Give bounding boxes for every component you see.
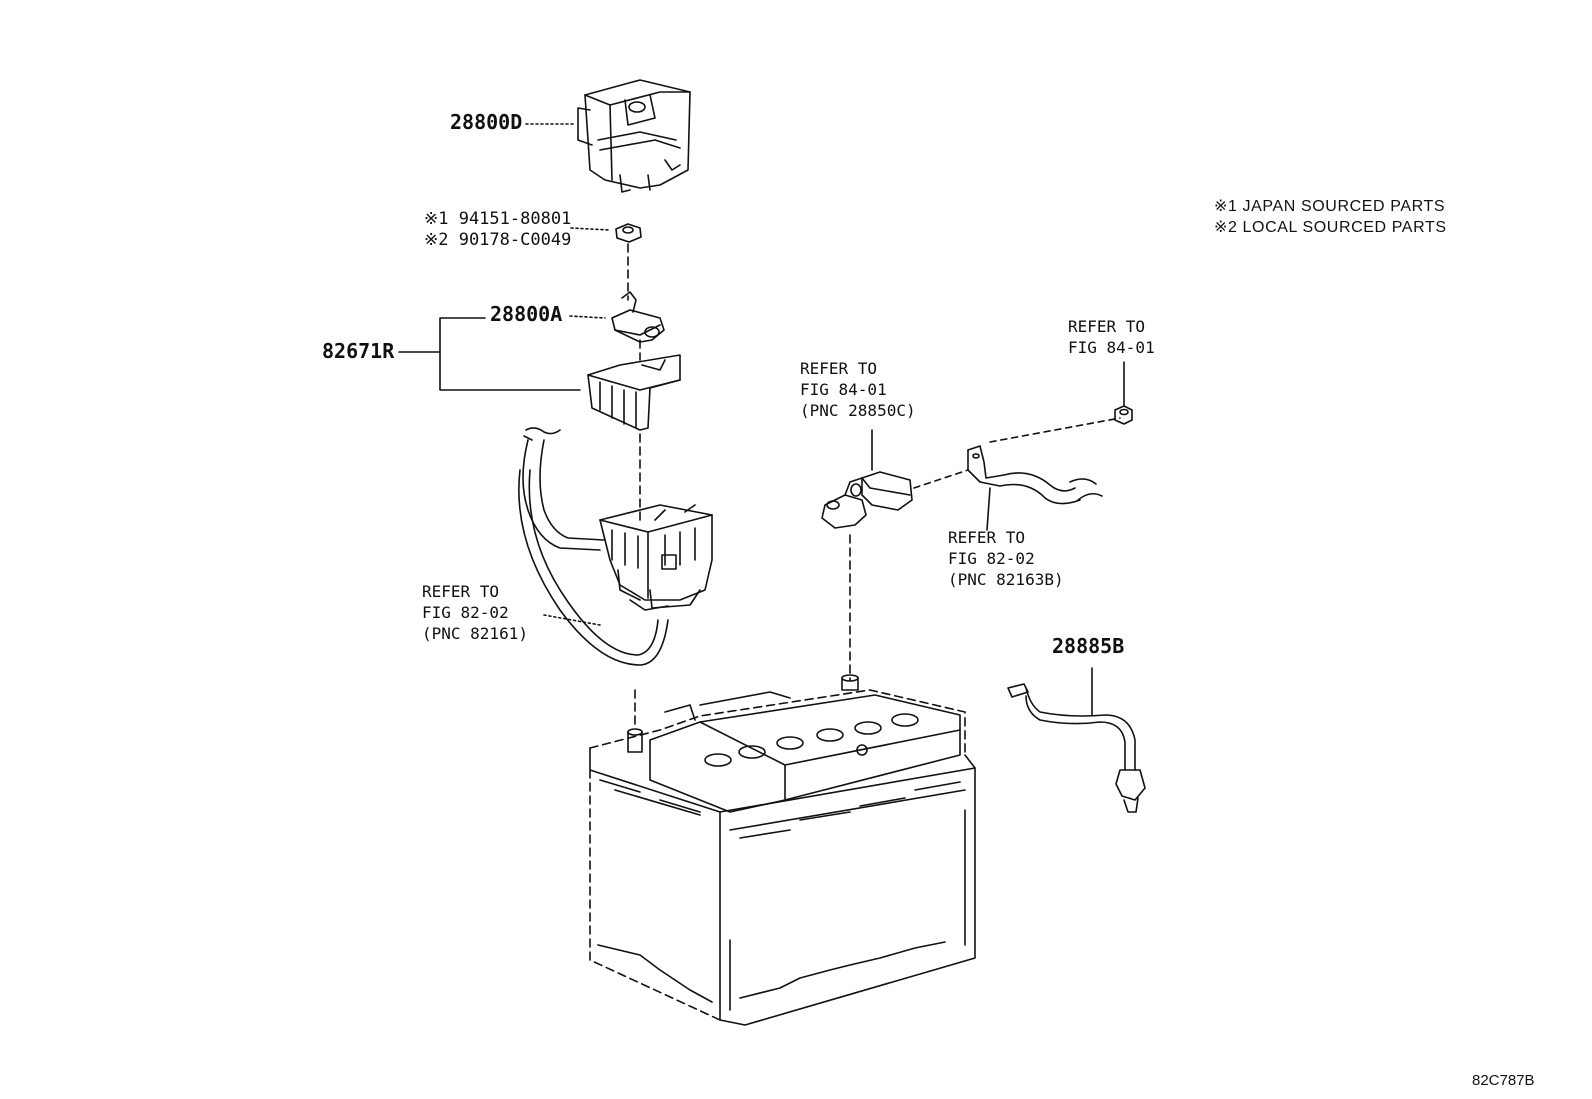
leader-cable-right xyxy=(986,487,991,531)
assembly-line-5 xyxy=(913,469,969,489)
leader-nut xyxy=(570,227,611,231)
part-label-28800A[interactable]: 28800A xyxy=(490,302,563,326)
part-label-28800D[interactable]: 28800D xyxy=(450,110,523,134)
fusible-link-assembly[interactable] xyxy=(599,504,713,611)
ref-sensor-line-3: (PNC 28850C) xyxy=(800,401,916,420)
figure-id: 82C787B xyxy=(1472,1072,1535,1089)
leader-28800A xyxy=(569,315,606,319)
ref-sensor[interactable]: REFER TO FIG 84-01 (PNC 28850C) xyxy=(800,358,916,421)
nut[interactable] xyxy=(615,223,642,243)
part-label-28885B[interactable]: 28885B xyxy=(1052,634,1125,658)
ref-cable-right-line-3: (PNC 82163B) xyxy=(948,570,1064,589)
ref-sensor-line-1: REFER TO xyxy=(800,359,878,378)
ref-cable-left-line-2: FIG 82-02 xyxy=(422,603,509,622)
current-sensor[interactable] xyxy=(821,471,913,529)
ref-nut-right-line-1: REFER TO xyxy=(1068,317,1146,336)
legend-japan: ※1 JAPAN SOURCED PARTS xyxy=(1214,198,1446,215)
assembly-line-6 xyxy=(989,417,1121,443)
ground-cable-right[interactable] xyxy=(967,445,1103,505)
battery-cable-left[interactable] xyxy=(518,427,669,666)
part-label-nut-japan[interactable]: ※1 94151-80801 xyxy=(424,209,572,229)
terminal-block[interactable] xyxy=(587,354,681,431)
legend-local: ※2 LOCAL SOURCED PARTS xyxy=(1214,219,1447,236)
leader-cable-left xyxy=(543,614,601,626)
ref-cable-left[interactable]: REFER TO FIG 82-02 (PNC 82161) xyxy=(422,581,528,644)
ref-sensor-line-2: FIG 84-01 xyxy=(800,380,887,399)
ref-nut-right-line-2: FIG 84-01 xyxy=(1068,338,1155,357)
vent-hose-28885B[interactable] xyxy=(1007,683,1146,813)
part-label-82671R[interactable]: 82671R xyxy=(322,339,395,363)
ref-cable-left-line-3: (PNC 82161) xyxy=(422,624,528,643)
terminal-cover-28800D[interactable] xyxy=(577,79,691,193)
part-label-nut-local[interactable]: ※2 90178-C0049 xyxy=(424,230,572,250)
battery[interactable] xyxy=(589,674,976,1026)
clamp-28800A[interactable] xyxy=(611,291,665,343)
ref-cable-left-line-1: REFER TO xyxy=(422,582,500,601)
ref-cable-right-line-1: REFER TO xyxy=(948,528,1026,547)
ref-cable-right-line-2: FIG 82-02 xyxy=(948,549,1035,568)
ref-nut-right[interactable]: REFER TO FIG 84-01 xyxy=(1068,316,1155,358)
nut-right[interactable] xyxy=(1114,405,1133,425)
bracket-82671R xyxy=(398,317,581,391)
ref-cable-right[interactable]: REFER TO FIG 82-02 (PNC 82163B) xyxy=(948,527,1064,590)
